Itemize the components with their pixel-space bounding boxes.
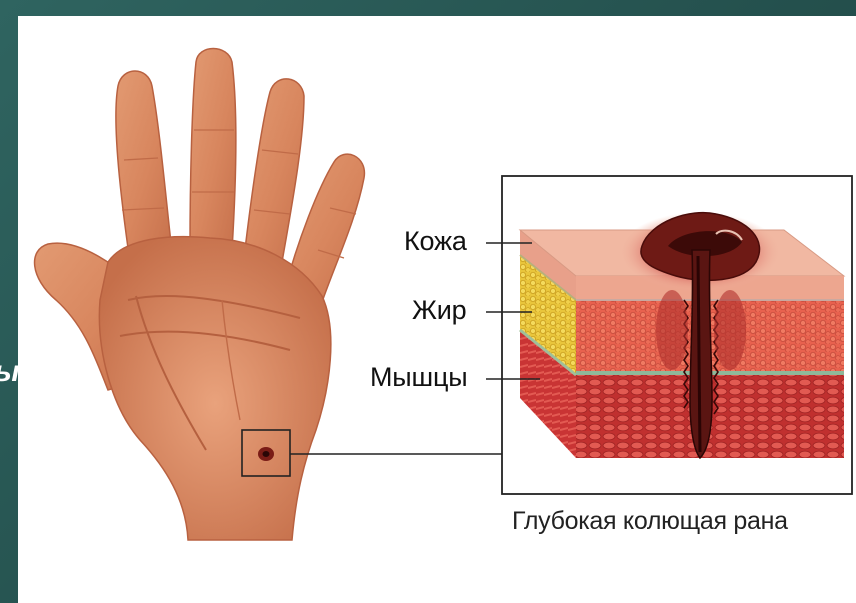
hand-illustration [35,49,365,541]
label-fat: Жир [412,295,466,326]
palm-wound [258,447,274,461]
label-muscle: Мышцы [370,362,467,393]
label-skin: Кожа [404,226,467,257]
figure-caption: Глубокая колющая рана [512,507,788,536]
tissue-cross-section [486,176,852,494]
